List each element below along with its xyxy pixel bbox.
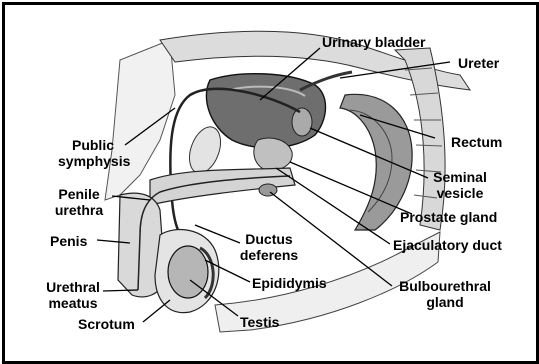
ureter-tube bbox=[300, 72, 352, 90]
seminal-vesicle-shape bbox=[292, 108, 312, 136]
label-ejaculatory-duct: Ejaculatory duct bbox=[393, 237, 502, 253]
label-penile-urethra: Penile urethra bbox=[48, 186, 110, 218]
label-penis: Penis bbox=[50, 233, 87, 249]
label-urethral-meatus: Urethral meatus bbox=[40, 279, 106, 311]
label-scrotum: Scrotum bbox=[78, 316, 135, 332]
testis-shape bbox=[168, 246, 208, 298]
label-seminal-vesicle: Seminal vesicle bbox=[425, 169, 495, 201]
leader-scrotum bbox=[143, 300, 170, 322]
label-testis: Testis bbox=[240, 314, 279, 330]
label-bulbourethral-gland: Bulbourethral gland bbox=[390, 278, 500, 310]
label-ductus-deferens: Ductus deferens bbox=[236, 231, 302, 263]
label-epididymis: Epididymis bbox=[252, 275, 327, 291]
label-pubic-symphysis: Public symphysis bbox=[58, 137, 128, 169]
label-rectum: Rectum bbox=[451, 134, 502, 150]
label-prostate-gland: Prostate gland bbox=[400, 209, 497, 225]
label-urinary-bladder: Urinary bladder bbox=[322, 34, 425, 50]
label-ureter: Ureter bbox=[458, 55, 499, 71]
bulbourethral-shape bbox=[259, 184, 277, 196]
